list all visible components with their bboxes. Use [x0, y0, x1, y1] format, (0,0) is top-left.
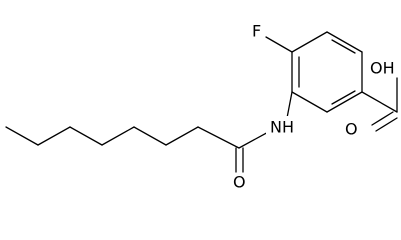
ring-bond-2: [291, 31, 328, 53]
ring-double-bond-2: [331, 39, 356, 54]
amide-nitrogen-label: NH: [270, 118, 294, 137]
amide-group: [235, 91, 293, 173]
fluorine-label: F: [252, 22, 261, 41]
acid-carbonyl-oxygen-label: O: [345, 120, 358, 139]
chain-bond-7: [197, 126, 240, 149]
benzene-ring: [291, 31, 363, 113]
acid-c-o-bond-2: [375, 117, 398, 132]
amide-carbonyl-oxygen-label: O: [233, 173, 246, 192]
chemical-structure: F OH NH O O: [5, 22, 398, 192]
chain-bond-6: [165, 126, 199, 146]
chain-bond-5: [133, 126, 167, 146]
chain-bond-3: [69, 126, 103, 146]
chain-bond-1: [5, 126, 39, 146]
chain-bond-2: [37, 126, 71, 146]
alkyl-chain: [5, 126, 240, 149]
carboxylic-acid-group: [361, 77, 398, 132]
ring-cooh-bond: [361, 91, 398, 113]
ring-double-bond-3: [331, 90, 356, 105]
c-f-bond: [265, 36, 293, 53]
acid-c-o-bond-1: [371, 111, 394, 126]
hydroxyl-label: OH: [370, 59, 395, 78]
ring-bond-3: [326, 31, 363, 53]
chain-bond-4: [101, 126, 135, 146]
n-ring-bond: [286, 91, 293, 119]
ring-bond-6: [291, 91, 328, 113]
ring-bond-5: [326, 91, 363, 113]
